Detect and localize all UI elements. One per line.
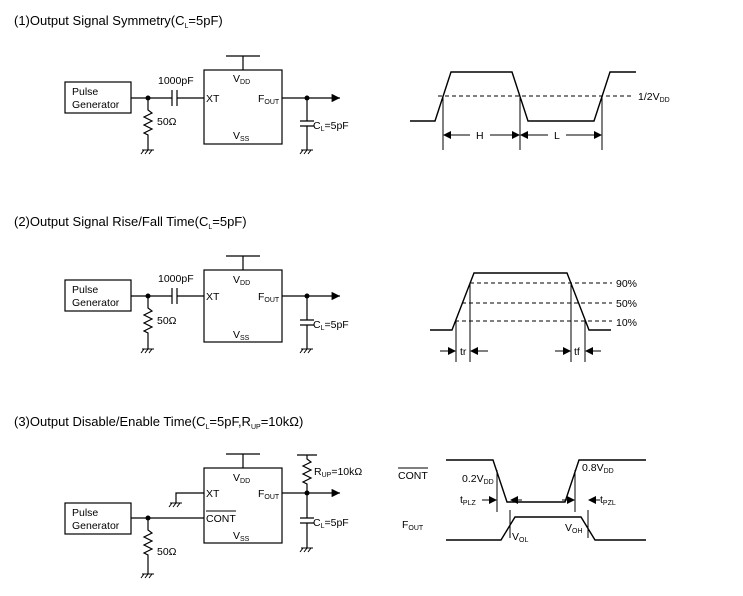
pulse-generator-label-2b: Generator <box>72 297 120 309</box>
pulse-generator-label-2a: Pulse <box>72 284 98 296</box>
h-label: H <box>476 130 484 142</box>
rise-fall-markers <box>455 283 586 362</box>
pulse-generator-label-1a: Pulse <box>72 86 98 98</box>
section-2: (2)Output Signal Rise/Fall Time(CL=5pF) … <box>14 214 637 362</box>
load-capacitor-3 <box>300 493 314 548</box>
xt-pin-label-3: XT <box>206 488 220 500</box>
capacitor-symbol-2 <box>171 288 178 304</box>
level-10-label: 10% <box>616 317 637 329</box>
fout-pin-label-2: FOUT <box>258 291 280 304</box>
h-dimension-arrows <box>443 131 520 139</box>
period-markers <box>442 96 603 150</box>
ground-symbol-3xt <box>168 502 182 508</box>
ground-symbol-3b <box>299 547 313 553</box>
tr-label: tr <box>460 346 467 358</box>
capacitor-label-1: 1000pF <box>158 75 194 87</box>
vdd-label-1: VDD <box>233 73 250 86</box>
wave-cont-label: CONT <box>398 470 428 482</box>
ground-symbol-1b <box>299 149 313 155</box>
capacitor-label-2: 1000pF <box>158 273 194 285</box>
tr-dimension-arrows <box>448 347 478 355</box>
pulse-generator-label-3b: Generator <box>72 520 120 532</box>
ground-symbol-2b <box>299 348 313 354</box>
resistor-symbol-2 <box>142 296 154 349</box>
vss-label-1: VSS <box>233 130 250 143</box>
section-3: (3)Output Disable/Enable Time(CL=5pF,RUP… <box>14 414 646 579</box>
xt-pin-label-2: XT <box>206 291 220 303</box>
section-3-title: (3)Output Disable/Enable Time(CL=5pF,RUP… <box>14 414 303 431</box>
tf-dimension-arrows <box>563 347 593 355</box>
rise-fall-waveform <box>430 272 611 331</box>
ic-box-3 <box>203 467 283 544</box>
pulse-generator-box-1 <box>64 81 132 114</box>
fout-pin-label-3: FOUT <box>258 488 280 501</box>
load-capacitor-1 <box>300 98 314 150</box>
vss-label-2: VSS <box>233 329 250 342</box>
load-label-1: CL=5pF <box>313 120 349 133</box>
pulse-generator-box-3 <box>64 502 132 535</box>
capacitor-symbol-1 <box>171 90 178 106</box>
resistor-label-2: 50Ω <box>157 315 177 327</box>
tplz-label: tPLZ <box>460 494 476 507</box>
vol-label: VOL <box>512 531 528 544</box>
tpzl-dimension-arrows <box>567 496 596 504</box>
resistor-symbol-3 <box>142 518 154 574</box>
l-label: L <box>554 130 560 142</box>
ground-symbol-2a <box>140 348 154 354</box>
load-label-3: CL=5pF <box>313 517 349 530</box>
section-2-title: (2)Output Signal Rise/Fall Time(CL=5pF) <box>14 214 247 231</box>
fout-waveform <box>446 516 646 541</box>
cont-waveform <box>446 459 646 503</box>
load-capacitor-2 <box>300 296 314 349</box>
tpzl-label: tPZL <box>600 494 616 507</box>
pulse-generator-label-1b: Generator <box>72 99 120 111</box>
vss-label-3: VSS <box>233 530 250 543</box>
tplz-dimension-arrows <box>489 496 518 504</box>
xt-ground-wire <box>175 492 204 503</box>
tf-label: tf <box>574 346 580 358</box>
ic-box-1 <box>203 69 283 145</box>
section-1: (1)Output Signal Symmetry(CL=5pF) Pulse … <box>14 13 670 155</box>
resistor-symbol-1 <box>142 98 154 150</box>
vdd-supply-3 <box>226 453 260 468</box>
vdd-label-2: VDD <box>233 274 250 287</box>
vdd-label-3: VDD <box>233 472 250 485</box>
section-1-title: (1)Output Signal Symmetry(CL=5pF) <box>14 13 223 30</box>
level-50-label: 50% <box>616 298 637 310</box>
resistor-label-3: 50Ω <box>157 546 177 558</box>
level-90-label: 90% <box>616 278 637 290</box>
cont-pin-label: CONT <box>206 513 236 525</box>
v02-label: 0.2VDD <box>462 473 494 486</box>
ground-symbol-3a <box>140 573 154 579</box>
wave-fout-label: FOUT <box>402 519 424 532</box>
disable-enable-markers <box>496 470 589 538</box>
voh-label: VOH <box>565 522 583 535</box>
pulse-generator-label-3a: Pulse <box>72 507 98 519</box>
vdd-supply-1 <box>226 55 260 70</box>
v08-label: 0.8VDD <box>582 462 614 475</box>
resistor-label-1: 50Ω <box>157 116 177 128</box>
xt-pin-label-1: XT <box>206 93 220 105</box>
ground-symbol-1a <box>140 149 154 155</box>
half-vdd-label: 1/2VDD <box>638 91 670 104</box>
load-label-2: CL=5pF <box>313 319 349 332</box>
pullup-label: RUP=10kΩ <box>314 466 362 479</box>
vdd-supply-2 <box>226 255 260 270</box>
pullup-resistor <box>297 454 317 493</box>
fout-pin-label-1: FOUT <box>258 93 280 106</box>
